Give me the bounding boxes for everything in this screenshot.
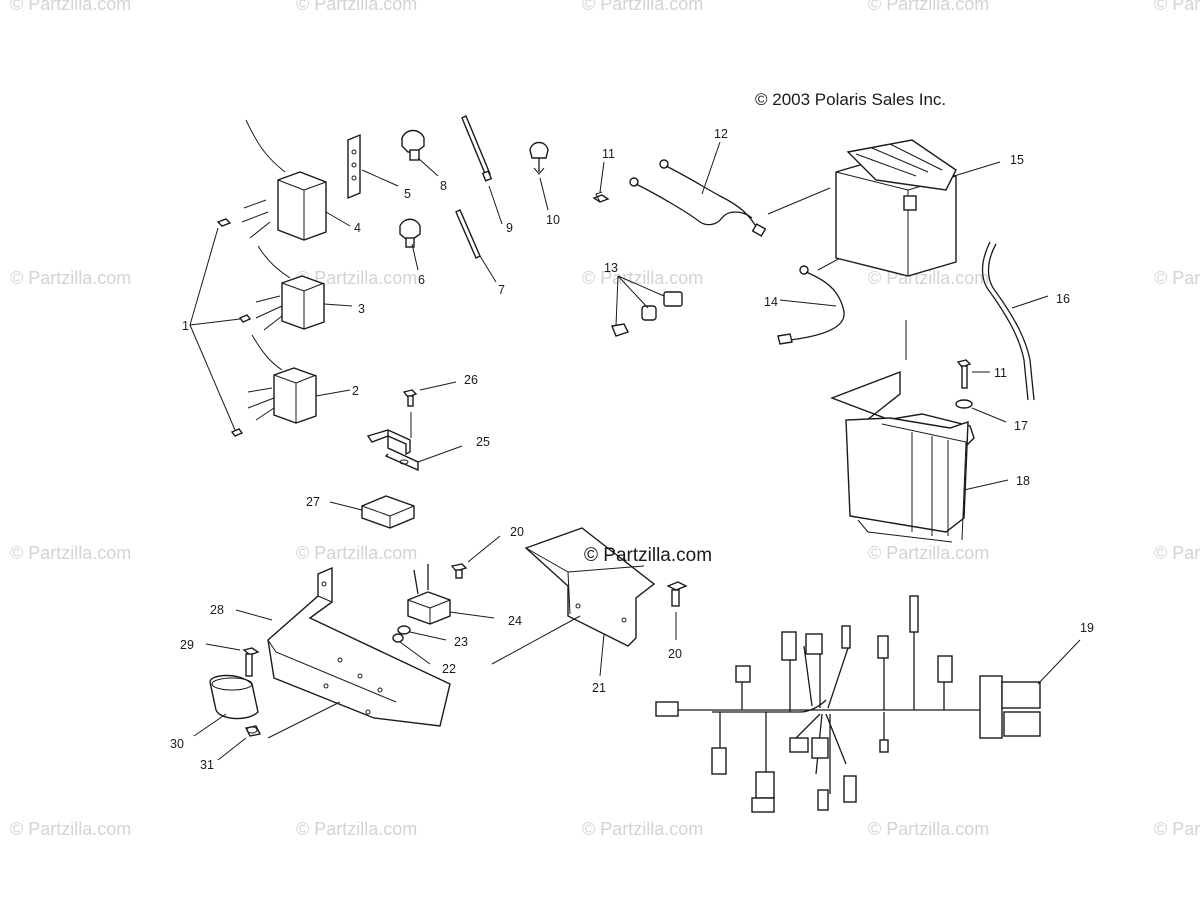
part-5-strip (347, 133, 399, 200)
watermark: © Partzilla.com (1154, 543, 1200, 563)
callout-1: 1 (182, 319, 189, 333)
callout-28: 28 (210, 603, 224, 617)
callout-8: 8 (440, 179, 447, 193)
callout-10: 10 (546, 213, 560, 227)
watermark: © Partzilla.com (582, 0, 703, 14)
part-1-screws (189, 218, 252, 437)
callout-25: 25 (476, 435, 490, 449)
callout-labels: 1 2 3 4 5 6 7 8 9 10 11 12 13 14 15 16 1… (170, 127, 1094, 772)
watermark: © Partzilla.com (10, 819, 131, 839)
part-29-bolt (205, 643, 260, 677)
callout-11-right: 11 (994, 366, 1007, 380)
callout-2: 2 (352, 384, 359, 398)
part-16-tube (981, 241, 1049, 401)
callout-14: 14 (764, 295, 778, 309)
watermark: © Partzilla.com (582, 268, 703, 288)
watermark: © Partzilla.com (10, 0, 131, 14)
part-10-clip (529, 141, 549, 211)
callout-27: 27 (306, 495, 320, 509)
watermark: © Partzilla.com (10, 268, 131, 288)
part-7-rod (455, 209, 497, 283)
watermark: © Partzilla.com (296, 543, 417, 563)
part-17-washer (955, 399, 1007, 423)
callout-12: 12 (714, 127, 728, 141)
part-22-nut (392, 633, 431, 665)
part-12-cable (629, 141, 767, 237)
watermark: © Partzilla.com (1154, 268, 1200, 288)
watermark: © Partzilla.com (582, 819, 703, 839)
part-13-spacers (611, 275, 683, 337)
watermark: © Partzilla.com (868, 0, 989, 14)
part-21-cover (491, 527, 656, 677)
callout-31: 31 (200, 758, 214, 772)
callout-7: 7 (498, 283, 505, 297)
callout-29: 29 (180, 638, 194, 652)
part-19-harness (655, 595, 1081, 813)
part-23-nut (397, 625, 447, 641)
callout-5: 5 (404, 187, 411, 201)
part-15-battery (835, 139, 1001, 360)
part-24-solenoid (407, 564, 495, 625)
part-31-spacer (217, 701, 341, 761)
callout-6: 6 (418, 273, 425, 287)
part-2-module (247, 334, 351, 424)
callout-18: 18 (1016, 474, 1030, 488)
watermark: © Partzilla.com (1154, 0, 1200, 14)
part-30-capacitor (193, 674, 259, 737)
callout-13: 13 (604, 261, 618, 275)
part-20-screw-top (450, 535, 501, 579)
part-28-plate (235, 566, 451, 727)
center-watermark: © Partzilla.com (584, 545, 712, 566)
callout-4: 4 (354, 221, 361, 235)
part-9-rod (461, 115, 503, 225)
watermark: © Partzilla.com (10, 543, 131, 563)
callout-24: 24 (508, 614, 522, 628)
part-25-bracket (366, 429, 463, 472)
callout-21: 21 (592, 681, 606, 695)
callout-22: 22 (442, 662, 456, 676)
part-8-clamp (401, 129, 439, 177)
part-3-module (255, 245, 353, 331)
callout-30: 30 (170, 737, 184, 751)
watermark: © Partzilla.com (296, 0, 417, 14)
part-26-screw (402, 381, 457, 438)
callout-11-top: 11 (602, 147, 615, 161)
part-4-module (241, 119, 351, 241)
callout-26: 26 (464, 373, 478, 387)
callout-19: 19 (1080, 621, 1094, 635)
callout-9: 9 (506, 221, 513, 235)
callout-23: 23 (454, 635, 468, 649)
callout-16: 16 (1056, 292, 1070, 306)
watermark: © Partzilla.com (296, 268, 417, 288)
copyright-text: © 2003 Polaris Sales Inc. (755, 90, 946, 109)
part-18-battery-box (830, 370, 1009, 543)
part-11-screw-right (956, 359, 990, 389)
part-6-clamp (399, 218, 421, 271)
part-20-screw-right (666, 581, 688, 640)
callout-20-right: 20 (668, 647, 682, 661)
callout-15: 15 (1010, 153, 1024, 167)
callout-17: 17 (1014, 419, 1028, 433)
watermark: © Partzilla.com (1154, 819, 1200, 839)
watermark: © Partzilla.com (868, 543, 989, 563)
part-11-screw-top (592, 161, 610, 203)
callout-3: 3 (358, 302, 365, 316)
callout-20-top: 20 (510, 525, 524, 539)
part-27-relay (329, 495, 415, 529)
watermark: © Partzilla.com (296, 819, 417, 839)
watermark: © Partzilla.com (868, 819, 989, 839)
